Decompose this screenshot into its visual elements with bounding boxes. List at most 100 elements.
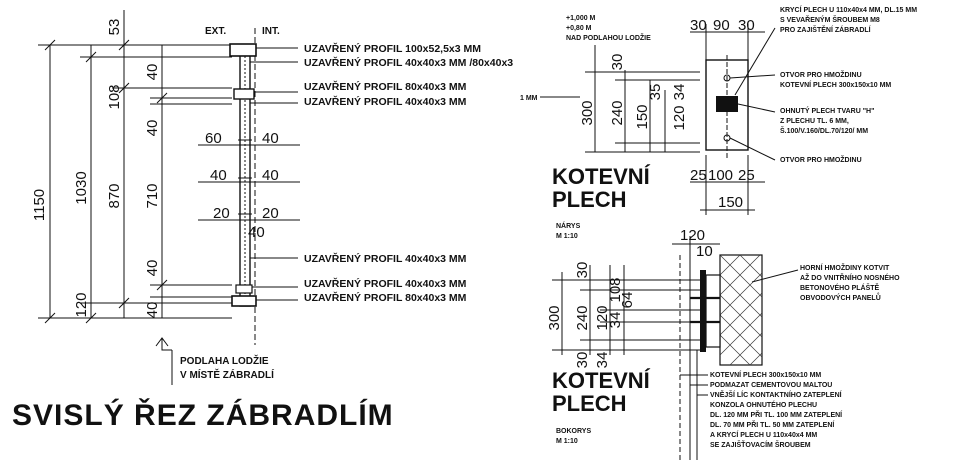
dim-108: 108 [106, 84, 123, 109]
plate-bottom-note-4: KONZOLA OHNUTÉHO PLECHU [710, 400, 817, 409]
plate-bottom-right-note-4: OBVODOVÝCH PANELŮ [800, 292, 881, 302]
plate-top-dim-30-right: 30 [738, 17, 755, 34]
plate-top-dim-300: 300 [579, 100, 596, 125]
wall-section [679, 250, 763, 460]
profile-label-2: UZAVŘENÝ PROFIL 40x40x3 MM /80x40x3 [304, 56, 513, 69]
dim-40-upper: 40 [144, 120, 161, 137]
plate-bottom-dim-30-bottom: 30 [574, 352, 591, 369]
plate-bottom-dim-30-top: 30 [574, 262, 591, 279]
plate-bottom-dim-34-b: 34 [607, 312, 624, 329]
plate-top-title-1: KOTEVNÍ [552, 164, 651, 189]
dim-1150: 1150 [31, 189, 48, 221]
profile-label-7: UZAVŘENÝ PROFIL 80x40x3 MM [304, 291, 467, 304]
railing-post [229, 28, 257, 345]
plate-top-note-leaders [729, 27, 776, 161]
dim-40-bottom: 40 [144, 302, 161, 319]
dim-20-left: 20 [213, 205, 230, 222]
dim-40-mid: 40 [248, 224, 265, 241]
plate-top-note-4: OTVOR PRO HMOŽDINU [780, 70, 862, 79]
dim-870: 870 [106, 183, 123, 208]
profile-leaders [250, 47, 298, 301]
int-label: INT. [262, 26, 280, 37]
vertical-dimension-lines [38, 10, 232, 324]
profile-label-4: UZAVŘENÝ PROFIL 40x40x3 MM [304, 95, 467, 108]
dim-40-right-1: 40 [262, 130, 279, 147]
level-2: +0,80 M [566, 25, 592, 32]
plate-top-dim-90: 90 [713, 17, 730, 34]
plate-bottom-note-1: KOTEVNÍ PLECH 300x150x10 MM [710, 370, 821, 379]
plate-bottom-note-6: DL. 70 MM PŘI TL. 50 MM ZATEPLENÍ [710, 420, 835, 429]
floor-note-arrow [155, 337, 173, 385]
profile-label-3: UZAVŘENÝ PROFIL 80x40x3 MM [304, 80, 467, 93]
plate-top-dim-30-left: 30 [690, 17, 707, 34]
dim-20-right: 20 [262, 205, 279, 222]
plate-bottom-note-8: SE ZAJIŠŤOVACÍM ŠROUBEM [710, 440, 811, 449]
plate-bottom-note-5: DL. 120 MM PŘI TL. 100 MM ZATEPLENÍ [710, 410, 843, 419]
plate-bottom-view: BOKORYS [556, 428, 591, 435]
plate-top-note-7: Z PLECHU TL. 6 MM, [780, 118, 849, 125]
plate-bottom-dim-10: 10 [696, 243, 713, 260]
plate-top-scale: M 1:10 [556, 233, 578, 240]
dim-710: 710 [144, 183, 161, 208]
plate-top-dim-25-right: 25 [738, 167, 755, 184]
plate-bottom-right-note-1: HORNÍ HMOŽDINY KOTVIT [800, 263, 890, 272]
plate-bottom-title-1: KOTEVNÍ [552, 368, 651, 393]
plate-top-note-9: OTVOR PRO HMOŽDINU [780, 155, 862, 164]
plate-bottom-dim-240: 240 [574, 305, 591, 330]
dim-53: 53 [106, 19, 123, 36]
plate-bottom-note-leaders [680, 374, 708, 396]
ext-label: EXT. [205, 26, 226, 37]
plate-bottom-dim-120-top: 120 [680, 227, 705, 244]
plate-top-dim-100: 100 [708, 167, 733, 184]
plate-top-dim-150-horizontal: 150 [718, 194, 743, 211]
dim-40-left: 40 [210, 167, 227, 184]
plate-top-dim-150: 150 [634, 104, 651, 129]
plate-bottom-dim-120: 120 [594, 305, 611, 330]
plate-top-dim-25-left: 25 [690, 167, 707, 184]
plate-top-horizontal-dims [690, 24, 765, 215]
plate-top-note-5: KOTEVNÍ PLECH 300x150x10 MM [780, 80, 891, 89]
plate-bottom-note-7: A KRYCÍ PLECH U 110x40x4 MM [710, 430, 817, 439]
plate-top-dim-240: 240 [609, 100, 626, 125]
plate-bottom-dim-34-a: 34 [594, 352, 611, 369]
plate-bottom-note-2: PODMAZAT CEMENTOVOU MALTOU [710, 382, 832, 389]
plate-top-note-6: OHNUTÝ PLECH TVARU "H" [780, 106, 874, 115]
drawing-title: SVISLÝ ŘEZ ZÁBRADLÍM [12, 398, 394, 432]
profile-label-1: UZAVŘENÝ PROFIL 100x52,5x3 MM [304, 42, 481, 55]
plate-bottom-title-2: PLECH [552, 391, 627, 416]
level-1: +1,000 M [566, 15, 596, 22]
plate-top-dim-120: 120 [671, 105, 688, 130]
plate-top-note-8: Š.100/V.160/DL.70/120/ MM [780, 126, 868, 135]
right-note-leader [751, 269, 799, 283]
anchor-plate-front [705, 55, 749, 158]
dim-120: 120 [73, 292, 90, 317]
plate-top-note-2: S VEVAŘENÝM ŠROUBEM M8 [780, 15, 880, 24]
plate-top-dimension-lines [585, 45, 700, 153]
plate-top-dim-35: 35 [647, 84, 664, 101]
plate-top-view: NÁRYS [556, 221, 581, 230]
plate-bottom-dim-64: 64 [619, 292, 636, 309]
plate-bottom-dim-108: 108 [607, 277, 624, 302]
profile-label-5: UZAVŘENÝ PROFIL 40x40x3 MM [304, 252, 467, 265]
dim-1030: 1030 [73, 171, 90, 204]
plate-top-dim-30: 30 [609, 54, 626, 71]
dim-40-lower: 40 [144, 260, 161, 277]
dim-60: 60 [205, 130, 222, 147]
plate-top-note-3: PRO ZAJIŠTĚNÍ ZÁBRADLÍ [780, 25, 872, 34]
plate-bottom-scale: M 1:10 [556, 438, 578, 445]
dim-40-right-2: 40 [262, 167, 279, 184]
level-3: NAD PODLAHOU LODŽIE [566, 33, 651, 42]
plate-top-dim-34: 34 [671, 84, 688, 101]
profile-label-6: UZAVŘENÝ PROFIL 40x40x3 MM [304, 277, 467, 290]
plate-top-title-2: PLECH [552, 187, 627, 212]
floor-note-line-1: PODLAHA LODŽIE [180, 354, 269, 367]
dim-40-top: 40 [144, 64, 161, 81]
plate-top-note-1: KRYCÍ PLECH U 110x40x4 MM, DL.15 MM [780, 5, 917, 14]
plate-bottom-right-note-2: AŽ DO VNITŘNÍHO NOSNÉHO [800, 273, 900, 282]
floor-note-line-2: V MÍSTĚ ZÁBRADLÍ [180, 368, 274, 381]
mm-label: 1 MM [520, 95, 538, 102]
plate-bottom-note-3: VNĚJŠÍ LÍC KONTAKTNÍHO ZATEPLENÍ [710, 390, 843, 399]
plate-bottom-right-note-3: BETONOVÉHO PLÁŠTĚ [800, 283, 880, 292]
